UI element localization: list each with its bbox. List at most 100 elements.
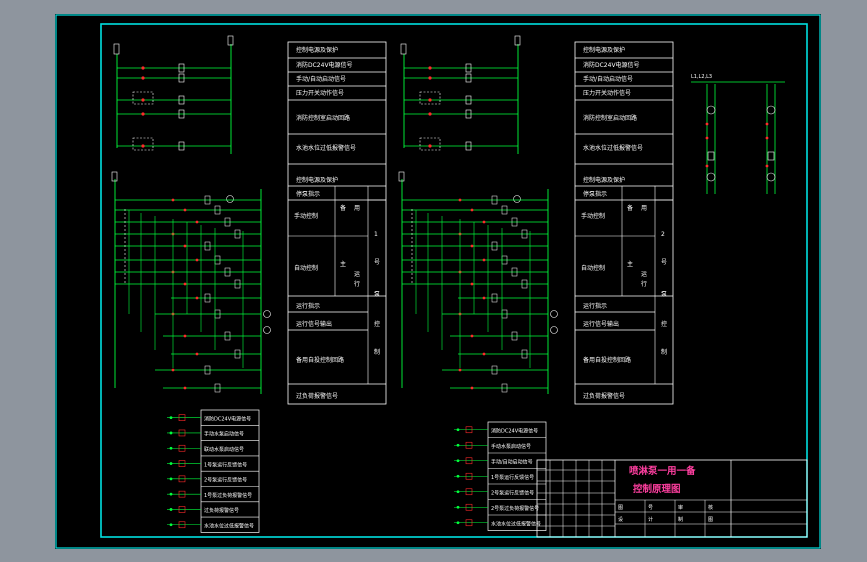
relay-coil bbox=[465, 141, 472, 151]
side-word-char: 控 bbox=[661, 320, 667, 328]
relay-coil bbox=[491, 365, 498, 375]
terminal-node bbox=[169, 431, 173, 435]
contact-node bbox=[141, 112, 145, 116]
side-word-char: 控 bbox=[374, 320, 380, 328]
lower-item-label: 运行信号输出 bbox=[296, 320, 332, 328]
sub-header-label: 控制电源及保护 bbox=[296, 176, 338, 184]
relay-coil bbox=[501, 383, 508, 393]
relay-coil bbox=[501, 205, 508, 215]
schematic-canvas: 控制电源及保护消防DC24V电源信号手动/自动启动信号压力开关动作信号消防控制室… bbox=[55, 14, 821, 549]
drawing-title-line2: 控制原理图 bbox=[633, 483, 681, 495]
contact-node bbox=[470, 386, 474, 390]
contact-node bbox=[171, 368, 175, 372]
terminal-symbol bbox=[465, 503, 473, 511]
lower-item-label: 过负荷报警信号 bbox=[583, 392, 625, 400]
header-item-label: 手动/自动启动信号 bbox=[296, 75, 346, 83]
terminal-symbol bbox=[465, 441, 473, 449]
fuse-symbol bbox=[227, 35, 234, 46]
relay-coil bbox=[465, 63, 472, 73]
terminal-node bbox=[456, 428, 460, 432]
side-word-char: 号 bbox=[661, 259, 667, 266]
contact-node bbox=[428, 66, 432, 70]
relay-coil bbox=[521, 229, 528, 239]
header-item-label: 控制电源及保护 bbox=[583, 46, 625, 54]
side-word-char: 泵 bbox=[661, 291, 667, 298]
contact-node bbox=[428, 144, 432, 148]
contact-node bbox=[428, 76, 432, 80]
sub-header-label: 停泵指示 bbox=[583, 190, 607, 198]
sub-header-label: 控制电源及保护 bbox=[583, 176, 625, 184]
relay-coil bbox=[234, 229, 241, 239]
relay-coil bbox=[204, 365, 211, 375]
panel_b-label-column: 控制电源及保护消防DC24V电源信号手动/自动启动信号压力开关动作信号消防控制室… bbox=[454, 41, 674, 531]
side-word-char: 2 bbox=[661, 231, 665, 238]
relay-coil bbox=[214, 383, 221, 393]
input-item-label: 1号泵运行反馈信号 bbox=[204, 461, 247, 468]
panel_a-label-column: 控制电源及保护消防DC24V电源信号手动/自动启动信号压力开关动作信号消防控制室… bbox=[167, 41, 387, 533]
side-word-char: 制 bbox=[374, 348, 380, 356]
motor-symbol bbox=[706, 172, 716, 182]
relay-coil bbox=[214, 205, 221, 215]
side-word-char: 号 bbox=[374, 259, 380, 266]
mode-label: 手动控制 bbox=[294, 212, 318, 220]
contact-node bbox=[482, 296, 486, 300]
title-block-mark: 计 bbox=[648, 516, 653, 523]
mode-label: 手动控制 bbox=[581, 212, 605, 220]
terminal-symbol bbox=[465, 519, 473, 527]
terminal-node bbox=[456, 459, 460, 463]
title-block-mark: 核 bbox=[708, 504, 713, 511]
switch-frame bbox=[419, 137, 441, 151]
side-word-char: 1 bbox=[374, 231, 378, 238]
lower-item-label: 过负荷报警信号 bbox=[296, 392, 338, 400]
mode-label: 自动控制 bbox=[294, 264, 318, 272]
contact-node bbox=[765, 136, 769, 140]
contact-node bbox=[765, 164, 769, 168]
terminal-symbol bbox=[178, 506, 186, 513]
title-block-mark: 号 bbox=[648, 505, 653, 511]
contact-node bbox=[765, 122, 769, 126]
mode-label: 用 bbox=[354, 205, 360, 212]
contact-node bbox=[458, 198, 462, 202]
terminal-node bbox=[456, 490, 460, 494]
relay-coil bbox=[204, 241, 211, 251]
lower-item-label: 备用自投控制回路 bbox=[296, 356, 344, 364]
switch-frame bbox=[132, 91, 154, 105]
mode-label: 主 bbox=[340, 260, 346, 268]
input-item-label: 消防DC24V电源信号 bbox=[204, 415, 251, 422]
terminal-node bbox=[456, 474, 460, 478]
panel_b-circuit bbox=[398, 35, 558, 394]
contactor-symbol bbox=[767, 151, 775, 161]
input-item-label: 过负荷报警信号 bbox=[204, 507, 239, 514]
input-item-label: 消防DC24V电源信号 bbox=[491, 428, 538, 435]
terminal-node bbox=[169, 462, 173, 465]
title-block-mark: 设 bbox=[618, 516, 623, 523]
contact-node bbox=[705, 164, 709, 168]
drawing-title-line1: 喷淋泵一用一备 bbox=[629, 465, 696, 477]
contact-node bbox=[470, 282, 474, 286]
input-item-label: 2号泵运行反馈信号 bbox=[204, 477, 247, 484]
indicator-lamp bbox=[263, 310, 271, 318]
contactor-symbol bbox=[707, 151, 715, 161]
relay-coil bbox=[234, 349, 241, 359]
contact-node bbox=[141, 98, 145, 102]
contact-node bbox=[183, 208, 187, 212]
relay-coil bbox=[491, 241, 498, 251]
relay-coil bbox=[178, 95, 185, 105]
input-item-label: 水池水位过低报警信号 bbox=[491, 521, 541, 528]
header-item-label: 控制电源及保护 bbox=[296, 46, 338, 54]
drawing-sheet: 控制电源及保护消防DC24V电源信号手动/自动启动信号压力开关动作信号消防控制室… bbox=[55, 14, 821, 549]
mode-label: 备 bbox=[627, 204, 633, 212]
terminal-node bbox=[169, 477, 173, 481]
title-block-mark: 图 bbox=[708, 517, 713, 523]
input-item-label: 2号泵运行反馈信号 bbox=[491, 490, 534, 497]
power-phase-label: L1,L2,L3 bbox=[691, 74, 712, 80]
header-item-label: 水池水位过低报警信号 bbox=[583, 144, 643, 152]
relay-coil bbox=[178, 63, 185, 73]
label-blocks: 控制电源及保护消防DC24V电源信号手动/自动启动信号压力开关动作信号消防控制室… bbox=[167, 41, 674, 533]
terminal-symbol bbox=[178, 521, 186, 529]
side-word-char: 制 bbox=[661, 348, 667, 356]
contact-node bbox=[470, 208, 474, 212]
contact-node bbox=[482, 352, 486, 356]
header-item-label: 消防控制室启动回路 bbox=[583, 114, 637, 122]
breaker-symbol bbox=[766, 105, 776, 115]
